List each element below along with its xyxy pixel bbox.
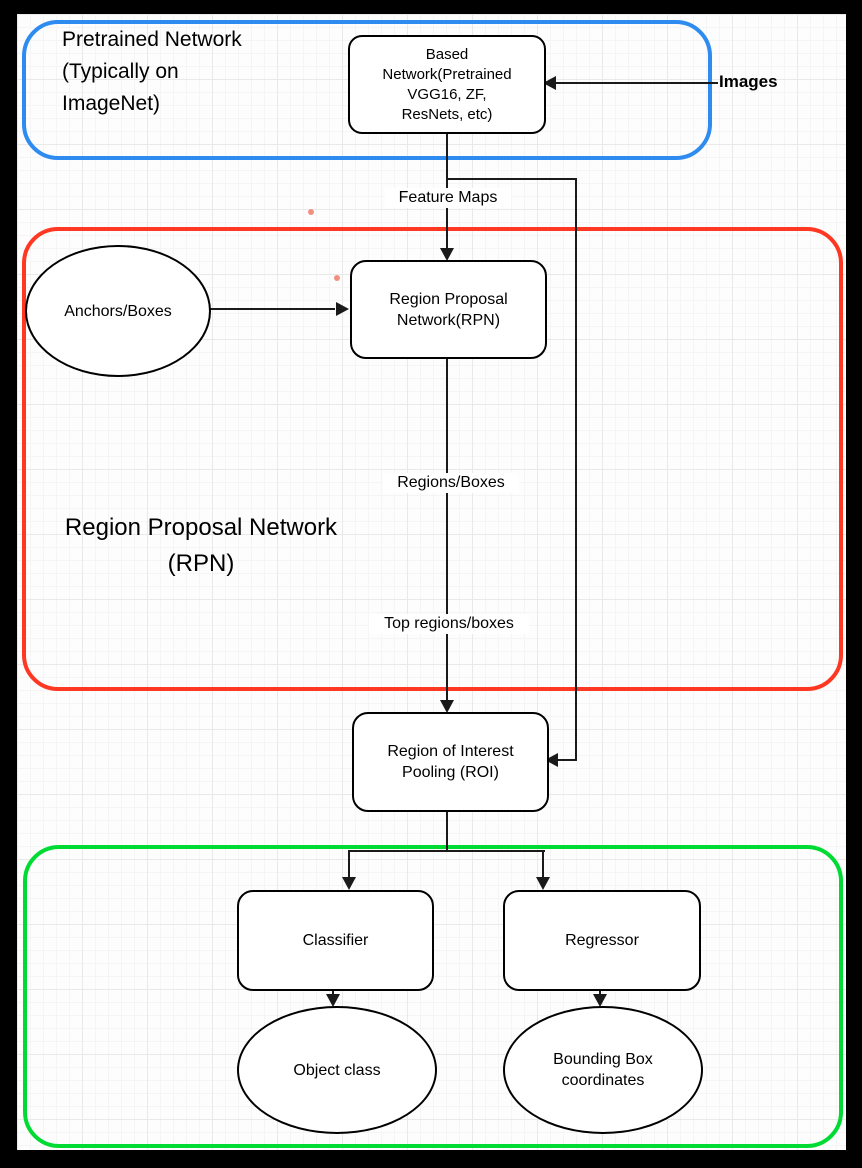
arrowhead-down-icon [440, 248, 454, 261]
rpn-node: Region Proposal Network(RPN) [350, 260, 547, 359]
pretrained-network-container [22, 20, 712, 160]
arrowhead-down-icon [326, 994, 340, 1007]
pretrained-network-container-label: Pretrained Network (Typically on ImageNe… [62, 28, 242, 115]
regions-boxes-label: Regions/Boxes [383, 473, 519, 493]
arrowhead-left-icon [543, 76, 556, 90]
arrowhead-down-icon [440, 700, 454, 713]
edge-bypass-horizontal-bottom [558, 759, 577, 761]
stray-dot [308, 209, 314, 215]
anchors-boxes-ellipse: Anchors/Boxes [25, 245, 211, 377]
based-network-node: Based Network(Pretrained VGG16, ZF, ResN… [348, 35, 546, 134]
edge-rpn-to-roi [446, 355, 448, 701]
classifier-node: Classifier [237, 890, 434, 991]
edge-bypass-horizontal-top [447, 178, 577, 180]
stray-dot [334, 275, 340, 281]
output-heads-container [23, 845, 843, 1148]
arrowhead-down-icon [536, 877, 550, 890]
edge-split-right-drop [542, 850, 544, 877]
object-class-ellipse: Object class [237, 1006, 437, 1134]
edge-bypass-vertical [575, 178, 577, 760]
arrowhead-down-icon [342, 877, 356, 890]
edge-classifier-to-object-class [332, 987, 334, 995]
bounding-box-coordinates-ellipse: Bounding Box coordinates [503, 1006, 703, 1134]
roi-pooling-node: Region of Interest Pooling (ROI) [352, 712, 549, 812]
arrowhead-down-icon [593, 994, 607, 1007]
edge-regressor-to-bounding-box [599, 987, 601, 995]
top-regions-boxes-label: Top regions/boxes [369, 614, 529, 634]
edge-split-left-drop [348, 850, 350, 877]
region-proposal-network-container [22, 227, 843, 691]
edge-anchors-to-rpn [207, 308, 335, 310]
arrowhead-right-icon [336, 302, 349, 316]
images-label: Images [719, 72, 778, 91]
edge-split-horizontal [349, 850, 545, 852]
feature-maps-label: Feature Maps [385, 188, 511, 208]
edge-images-to-based-network [556, 82, 718, 84]
regressor-node: Regressor [503, 890, 701, 991]
region-proposal-network-container-label: Region Proposal Network (RPN) [64, 514, 338, 577]
edge-roi-down [446, 808, 448, 851]
